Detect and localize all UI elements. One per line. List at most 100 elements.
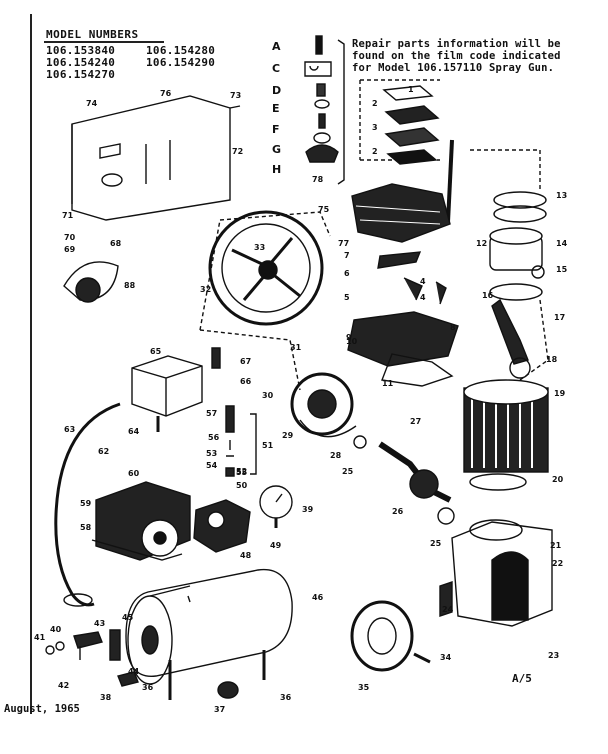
valve-plate-part	[382, 85, 434, 101]
cylinder-fins	[471, 392, 533, 468]
callout-label: 10	[346, 337, 358, 346]
cap-c-part	[304, 61, 332, 77]
callout-label: 78	[312, 175, 324, 184]
drain-cock-part	[73, 631, 103, 660]
pressure-switch-part	[131, 355, 203, 417]
callout-label: 3	[372, 123, 378, 132]
callout-label: 11	[382, 379, 394, 388]
wheel-hub	[367, 617, 397, 655]
hose-coupler	[63, 593, 93, 607]
model-number: 106.154240	[46, 56, 116, 69]
callout-label: 14	[556, 239, 568, 248]
callout-label: 74	[86, 99, 98, 108]
hardware-letter: F	[272, 123, 280, 136]
callout-label: 72	[232, 147, 243, 156]
gasket-11-part	[381, 353, 454, 387]
callout-label: 88	[124, 281, 136, 290]
callout-label: 55	[236, 468, 248, 477]
issue-date: August, 1965	[4, 703, 80, 715]
callout-label: 37	[214, 705, 225, 714]
callout-label: 4	[420, 277, 426, 286]
belt-guard-openings	[99, 140, 171, 184]
unloader-valve-part	[211, 347, 221, 369]
callout-label: 9	[346, 333, 352, 342]
washer-e-part	[314, 99, 330, 109]
callout-label: 49	[270, 541, 282, 550]
callout-label: 64	[128, 427, 140, 436]
callout-label: 2	[372, 99, 378, 108]
shroud-hub	[75, 277, 101, 303]
repair-note-line: Repair parts information will be	[352, 38, 561, 50]
nut-d-part	[316, 83, 326, 97]
crankcase-opening	[491, 551, 529, 621]
guard-edge	[71, 105, 241, 204]
rod-bearing	[509, 357, 531, 379]
wrist-pin-part	[531, 265, 545, 279]
reed-plate-part	[386, 149, 438, 165]
tank-bracket	[149, 585, 191, 603]
callout-label: 58	[80, 523, 92, 532]
tank-legs	[168, 650, 266, 700]
ring-g-part	[313, 132, 331, 144]
flywheel-spokes	[231, 237, 301, 301]
tank-drain-port	[141, 625, 159, 655]
crank-bearing	[437, 507, 455, 525]
pressure-switch-edges	[131, 365, 203, 416]
callout-label: 34	[440, 653, 452, 662]
washer-41-part	[45, 645, 55, 655]
repair-note-line: found on the film code indicated	[352, 50, 561, 62]
piston-ring-part	[489, 283, 543, 301]
diagram-frame	[30, 14, 604, 714]
assembly-dash-line	[199, 299, 549, 391]
callout-label: 20	[552, 475, 564, 484]
callout-label: 29	[282, 431, 294, 440]
fittings-stack	[225, 405, 235, 477]
callout-label: 65	[150, 347, 162, 356]
callout-label: 25	[342, 467, 354, 476]
callout-label: 44	[128, 667, 140, 676]
motor-pulley-part	[290, 372, 354, 436]
model-numbers-title: MODEL NUMBERS	[46, 28, 139, 41]
cylinder-head-part	[351, 183, 451, 243]
callout-label: 57	[206, 409, 217, 418]
callout-label: 42	[58, 681, 69, 690]
callout-label: 21	[550, 541, 562, 550]
callout-label: 36	[280, 693, 292, 702]
bolt-a-part	[315, 35, 323, 55]
flywheel-part	[208, 210, 324, 326]
callout-label: 48	[240, 551, 252, 560]
callout-label: 60	[128, 469, 140, 478]
title-underline	[44, 41, 164, 43]
callout-label: 46	[312, 593, 324, 602]
crankcase-bore	[469, 519, 523, 541]
callout-label: 15	[556, 265, 568, 274]
piston-top	[489, 227, 543, 245]
callout-label: 77	[338, 239, 349, 248]
callout-label: 41	[34, 633, 46, 642]
electric-motor-part	[95, 481, 191, 561]
callout-label: 25	[430, 539, 442, 548]
assembly-dash-line	[199, 149, 541, 331]
gasket-part	[384, 105, 440, 125]
cylinder-head-fins	[355, 205, 441, 225]
model-number: 106.153840	[46, 44, 116, 57]
callout-label: 1	[408, 85, 414, 94]
guard-hole	[101, 173, 123, 187]
motor-pulley-hub	[307, 389, 337, 419]
cylinder-top	[463, 379, 549, 405]
callout-label: 59	[80, 499, 92, 508]
callout-label: 43	[94, 619, 105, 628]
belt-guard-part	[71, 95, 231, 221]
callout-label: 12	[476, 239, 487, 248]
axle-bolt	[413, 652, 431, 664]
callout-label: 13	[556, 191, 567, 200]
hardware-letter: A	[272, 40, 281, 53]
air-tank-part	[125, 568, 293, 677]
callout-label: 28	[330, 451, 342, 460]
callout-label: 16	[482, 291, 494, 300]
callout-label: 30	[262, 391, 274, 400]
valve-plate-part	[384, 127, 440, 147]
crankcase-part	[451, 521, 553, 627]
callout-label: 71	[62, 211, 74, 220]
hardware-letter: C	[272, 62, 280, 75]
